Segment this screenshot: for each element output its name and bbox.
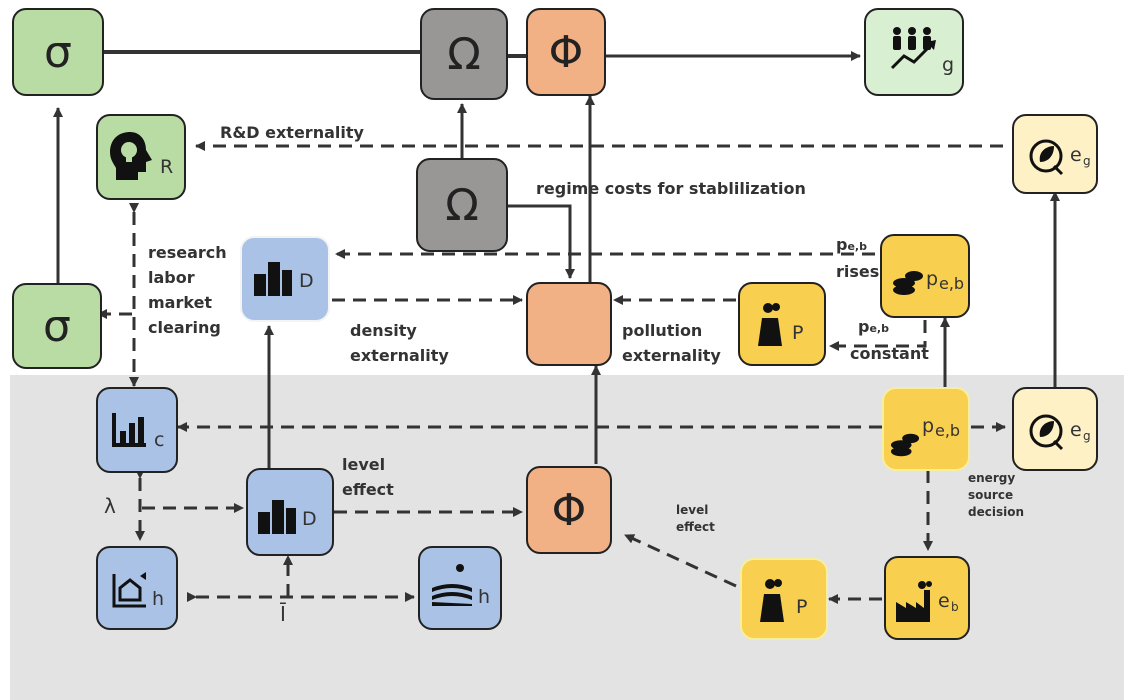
housing-subscript: h <box>152 588 165 610</box>
density-bottom-node: D <box>246 468 334 556</box>
pollution-top-node: P <box>738 282 826 366</box>
regime-costs-label: regime costs for stablilization <box>536 179 806 198</box>
level-effect-2-line-1: level <box>676 503 709 517</box>
power-plant-icon <box>760 579 784 622</box>
peb-rises-label: pe,b rises <box>836 232 879 284</box>
brown-price-bottom-node: p e,b <box>882 387 970 471</box>
energy-source-line-1: energy <box>968 471 1016 485</box>
green-energy-bottom-node: e g <box>1012 387 1098 471</box>
phi-bottom-node: Φ <box>526 466 612 554</box>
brown-price-bottom-sub: e,b <box>935 421 961 440</box>
density-externality-label: density externality <box>350 318 449 368</box>
level-effect-1-line-2: effect <box>342 480 394 499</box>
brown-price-top-p: p <box>926 268 939 290</box>
edge-omega2-pollution <box>508 204 575 279</box>
research-subscript: R <box>160 156 174 178</box>
energy-source-decision-label: energy source decision <box>968 470 1024 521</box>
coins-icon <box>893 271 923 295</box>
edge-P-phi <box>624 533 737 588</box>
brown-price-bottom-p: p <box>922 415 935 437</box>
level-effect-2-line-2: effect <box>676 520 715 534</box>
brown-energy-node: e b <box>884 556 970 640</box>
farmland-icon <box>432 564 472 606</box>
density-externality-line-1: density <box>350 321 417 340</box>
research-labor-line-3: market <box>148 293 213 312</box>
pollution-externality-label: pollution externality <box>622 318 721 368</box>
pollution-bottom-node: P <box>740 558 828 640</box>
growth-node: g <box>864 8 964 96</box>
sigma-top-node: σ <box>12 8 104 96</box>
buildings-icon <box>254 262 292 296</box>
growth-subscript: g <box>942 54 955 76</box>
pollution-bottom-subscript: P <box>796 596 808 618</box>
phi-symbol: Φ <box>548 26 584 78</box>
pollution-externality-line-1: pollution <box>622 321 703 340</box>
omega-top-node: Ω <box>420 8 508 100</box>
team-growth-icon <box>890 27 936 70</box>
research-labor-line-1: research <box>148 243 227 262</box>
peb-rises-p: p <box>836 235 848 254</box>
phi-bottom-symbol: Φ <box>551 484 587 536</box>
research-labor-line-4: clearing <box>148 318 221 337</box>
idea-head-icon <box>110 132 152 180</box>
omega-regime-node: Ω <box>416 158 508 252</box>
level-effect-label-2: level effect <box>676 502 715 536</box>
factory-icon <box>896 581 932 622</box>
lambda-symbol: λ <box>104 494 116 518</box>
green-energy-top-node: e g <box>1012 114 1098 194</box>
density-externality-line-2: externality <box>350 346 449 365</box>
level-effect-label-1: level effect <box>342 452 394 502</box>
land-subscript: h <box>478 586 491 608</box>
research-labor-label: research labor market clearing <box>148 240 227 340</box>
buildings-icon <box>258 500 296 534</box>
pollution-externality-line-2: externality <box>622 346 721 365</box>
brown-price-top-node: p e,b <box>880 234 970 318</box>
green-energy-top-e: e <box>1070 144 1082 166</box>
sigma-bottom-symbol: σ <box>43 300 71 352</box>
edge-peb-constant-P <box>829 320 927 351</box>
consumption-subscript: c <box>154 429 165 451</box>
housing-node: h <box>96 546 178 630</box>
energy-source-line-3: decision <box>968 505 1024 519</box>
omega-regime-symbol: Ω <box>445 179 479 231</box>
energy-source-line-2: source <box>968 488 1014 502</box>
density-bottom-subscript: D <box>302 508 317 530</box>
coins-icon <box>890 433 920 457</box>
sigma-symbol: σ <box>44 26 72 78</box>
sigma-bottom-node: σ <box>12 283 102 369</box>
brown-energy-e: e <box>938 590 950 612</box>
green-plug-icon <box>1029 139 1064 176</box>
phi-top-node: Φ <box>526 8 606 96</box>
pollution-externality-node <box>526 282 612 366</box>
peb-constant-word: constant <box>850 344 929 363</box>
consumption-node: c <box>96 387 178 473</box>
bar-chart-icon <box>112 413 146 447</box>
research-labor-line-2: labor <box>148 268 195 287</box>
peb-rises-sub: e,b <box>847 240 867 253</box>
green-energy-top-g: g <box>1083 154 1091 168</box>
level-effect-1-line-1: level <box>342 455 386 474</box>
peb-rises-word: rises <box>836 262 880 281</box>
green-plug-icon <box>1029 414 1064 451</box>
pollution-top-subscript: P <box>792 322 804 344</box>
density-top-subscript: D <box>299 270 314 292</box>
land-supply-symbol: Ī <box>280 602 286 626</box>
power-plant-icon <box>758 303 782 346</box>
green-energy-bottom-g: g <box>1083 429 1091 443</box>
brown-energy-b: b <box>951 600 959 614</box>
research-node: R <box>96 114 186 200</box>
omega-symbol: Ω <box>447 28 481 80</box>
house-chart-icon <box>112 572 146 608</box>
land-node: h <box>418 546 502 630</box>
peb-constant-label: pe,b constant <box>850 314 929 366</box>
rd-externality-label: R&D externality <box>220 123 364 142</box>
density-top-node: D <box>240 236 330 322</box>
green-energy-bottom-e: e <box>1070 419 1082 441</box>
peb-constant-p: p <box>858 317 870 336</box>
brown-price-top-sub: e,b <box>939 274 965 293</box>
peb-constant-sub: e,b <box>869 322 889 335</box>
